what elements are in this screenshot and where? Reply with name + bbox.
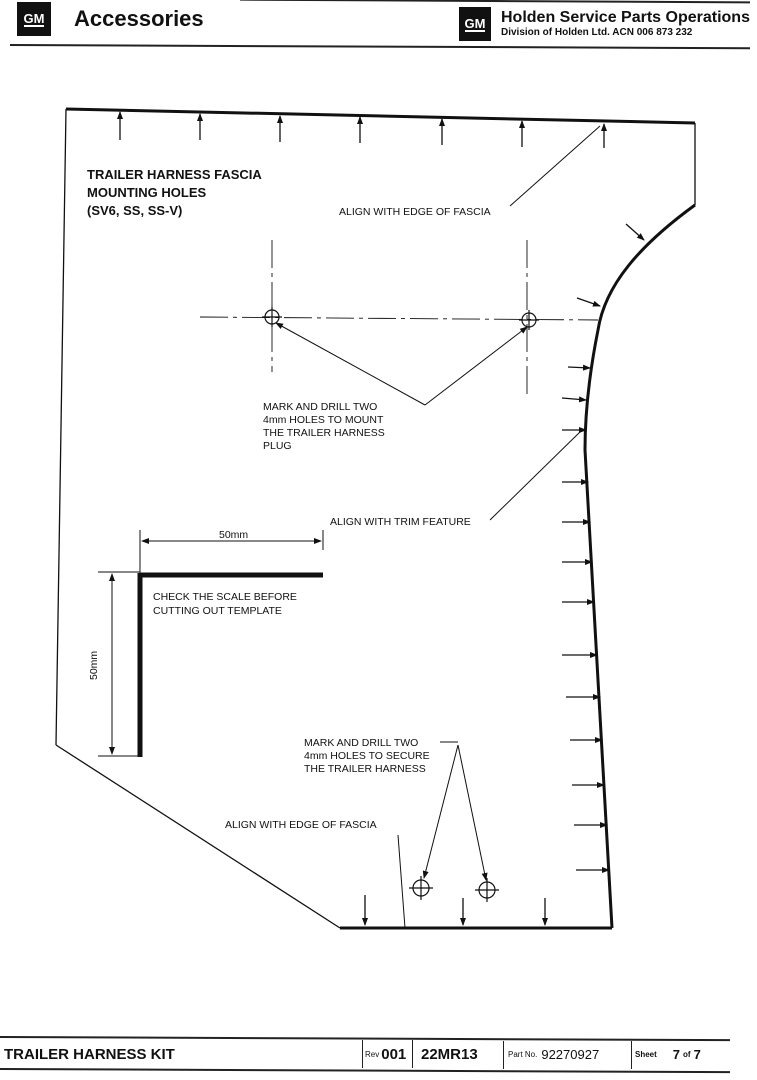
drawing-title: TRAILER HARNESS FASCIA MOUNTING HOLES (S… (87, 167, 262, 218)
scale-note: CHECK THE SCALE BEFORE (153, 591, 297, 603)
logo-text: GM (464, 15, 486, 32)
date: 22MR13 (421, 1045, 478, 1063)
align-edge-top-label: ALIGN WITH EDGE OF FASCIA (339, 206, 491, 218)
rev-label: Rev (365, 1049, 380, 1059)
org-subtitle: Division of Holden Ltd. ACN 006 873 232 (501, 27, 693, 38)
edge-arrows (117, 111, 645, 926)
drawing-title-line: (SV6, SS, SS-V) (87, 203, 182, 218)
footer-divider (412, 1040, 413, 1068)
gm-logo-left: GM (17, 2, 51, 36)
sheet-number: Sheet 7 of 7 (635, 1040, 701, 1068)
drill-bottom-note: MARK AND DRILL TWO (304, 737, 418, 749)
align-edge-bottom-label: ALIGN WITH EDGE OF FASCIA (225, 819, 377, 831)
footer-divider (503, 1041, 504, 1069)
centerlines (199, 240, 599, 395)
gm-logo-right: GM (459, 7, 491, 41)
drawing-title-line: TRAILER HARNESS FASCIA (87, 167, 262, 182)
rev-value: 001 (381, 1045, 407, 1063)
drill-top-note: MARK AND DRILL TWO (263, 401, 377, 413)
page-title: Accessories (74, 6, 204, 31)
template-outline (55, 107, 696, 930)
scale-horizontal-label: 50mm (219, 529, 248, 541)
sheet-of: of (683, 1049, 691, 1059)
drill-top-note: 4mm HOLES TO MOUNT (263, 414, 384, 426)
part-label: Part No. (508, 1049, 538, 1059)
drawing-title-line: MOUNTING HOLES (87, 185, 206, 200)
logo-text: GM (23, 10, 45, 27)
drill-bottom-note: 4mm HOLES TO SECURE (304, 750, 430, 762)
scale-note: CUTTING OUT TEMPLATE (153, 605, 282, 617)
org-name: Holden Service Parts Operations (501, 9, 750, 26)
drill-bottom-note: THE TRAILER HARNESS (304, 763, 426, 775)
part-number: Part No. 92270927 (508, 1040, 599, 1068)
footer-divider (631, 1041, 632, 1069)
align-trim-label: ALIGN WITH TRIM FEATURE (330, 516, 471, 528)
leader-lines (275, 125, 601, 929)
scale-check (98, 530, 324, 757)
sheet-total: 7 (693, 1046, 701, 1062)
drill-top-note: THE TRAILER HARNESS (263, 427, 385, 439)
scale-vertical-label: 50mm (88, 651, 100, 680)
footer-divider (362, 1040, 363, 1068)
drill-holes (262, 307, 539, 902)
sheet-label: Sheet (635, 1049, 657, 1059)
drill-top-note: PLUG (263, 440, 292, 452)
kit-name: TRAILER HARNESS KIT (4, 1045, 175, 1063)
revision: Rev 001 (365, 1040, 406, 1068)
sheet-current: 7 (672, 1046, 681, 1062)
part-value: 92270927 (541, 1046, 600, 1062)
